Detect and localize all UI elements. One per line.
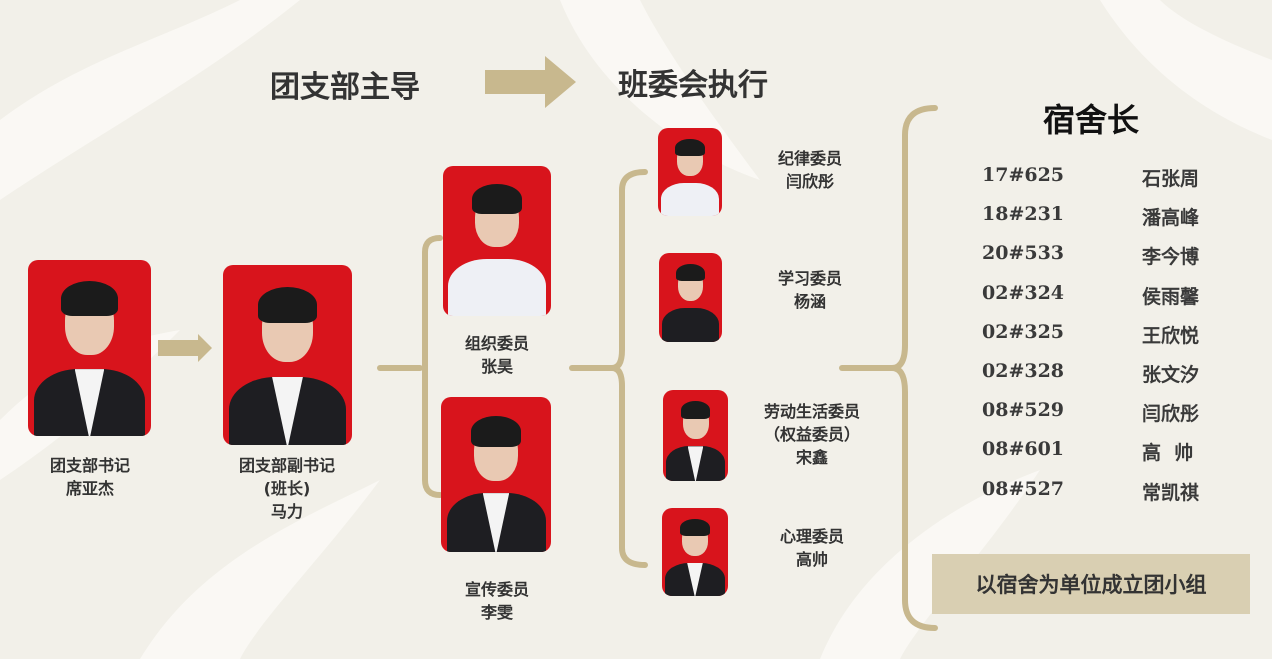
photo-psych <box>662 508 728 596</box>
dorm-leader-name: 石张周 <box>1142 168 1200 190</box>
role: 纪律委员 <box>777 149 843 168</box>
photo-discipline <box>658 128 722 216</box>
dorm-leader-name: 高 帅 <box>1142 442 1194 465</box>
role: 宣传委员 <box>464 580 530 599</box>
name: 张昊 <box>480 357 514 376</box>
name: 杨涵 <box>793 292 827 311</box>
label-deputy: 团支部副书记 (班长) 马力 <box>239 454 335 523</box>
name: 宋鑫 <box>795 448 829 467</box>
dorm-leader-name: 李今博 <box>1142 246 1200 269</box>
label-psych: 心理委员高帅 <box>780 525 844 571</box>
label-organize: 组织委员张昊 <box>465 332 529 378</box>
role: 团支部副书记 <box>238 456 336 475</box>
heading-dorm-leaders: 宿舍长 <box>1043 101 1140 139</box>
name: 李雯 <box>480 603 514 622</box>
photo-organize <box>443 166 551 316</box>
dorm-room: 02#328 <box>982 360 1065 382</box>
label-study: 学习委员杨涵 <box>778 267 842 313</box>
photo-deputy <box>223 265 352 445</box>
dorm-room: 18#231 <box>982 203 1065 226</box>
dorm-room: 17#625 <box>982 164 1065 186</box>
dorm-room: 20#533 <box>982 242 1065 265</box>
name: 马力 <box>270 502 304 521</box>
dorm-room: 08#527 <box>982 477 1065 500</box>
dorm-room: 02#325 <box>982 320 1065 343</box>
role: 劳动生活委员 <box>763 402 861 421</box>
role: 团支部书记 <box>49 456 131 475</box>
dorm-leader-name: 潘高峰 <box>1142 207 1200 230</box>
dorm-room: 08#529 <box>982 399 1065 422</box>
dorm-leader-name: 闫欣彤 <box>1142 403 1200 426</box>
heading-class-committee: 班委会执行 <box>618 68 768 103</box>
photo-labor <box>663 390 728 481</box>
dorm-group-box: 以宿舍为单位成立团小组 <box>932 554 1250 614</box>
photo-study <box>659 253 722 342</box>
name: 高帅 <box>795 550 829 569</box>
dorm-leader-name: 常凯祺 <box>1142 481 1200 504</box>
dorm-room: 02#324 <box>982 281 1065 304</box>
heading-league-branch: 团支部主导 <box>270 70 420 105</box>
photo-publicity <box>441 397 551 552</box>
role: 学习委员 <box>777 269 843 288</box>
label-labor: 劳动生活委员 （权益委员） 宋鑫 <box>764 400 860 469</box>
name: 席亚杰 <box>65 479 115 498</box>
dorm-room: 08#601 <box>982 438 1065 461</box>
label-secretary: 团支部书记席亚杰 <box>50 454 130 500</box>
name: 闫欣彤 <box>785 172 835 191</box>
label-publicity: 宣传委员李雯 <box>465 578 529 624</box>
role-sub: （权益委员） <box>763 425 861 444</box>
dorm-leader-name: 张文汐 <box>1142 364 1200 386</box>
arrow-large <box>485 56 576 108</box>
photo-secretary <box>28 260 151 436</box>
arrow-small <box>158 334 212 362</box>
role-sub: (班长) <box>263 479 311 498</box>
dorm-leader-name: 侯雨馨 <box>1142 285 1200 308</box>
role: 组织委员 <box>464 334 530 353</box>
role: 心理委员 <box>779 527 845 546</box>
label-discipline: 纪律委员闫欣彤 <box>778 147 842 193</box>
dorm-leader-name: 王欣悦 <box>1142 324 1200 347</box>
